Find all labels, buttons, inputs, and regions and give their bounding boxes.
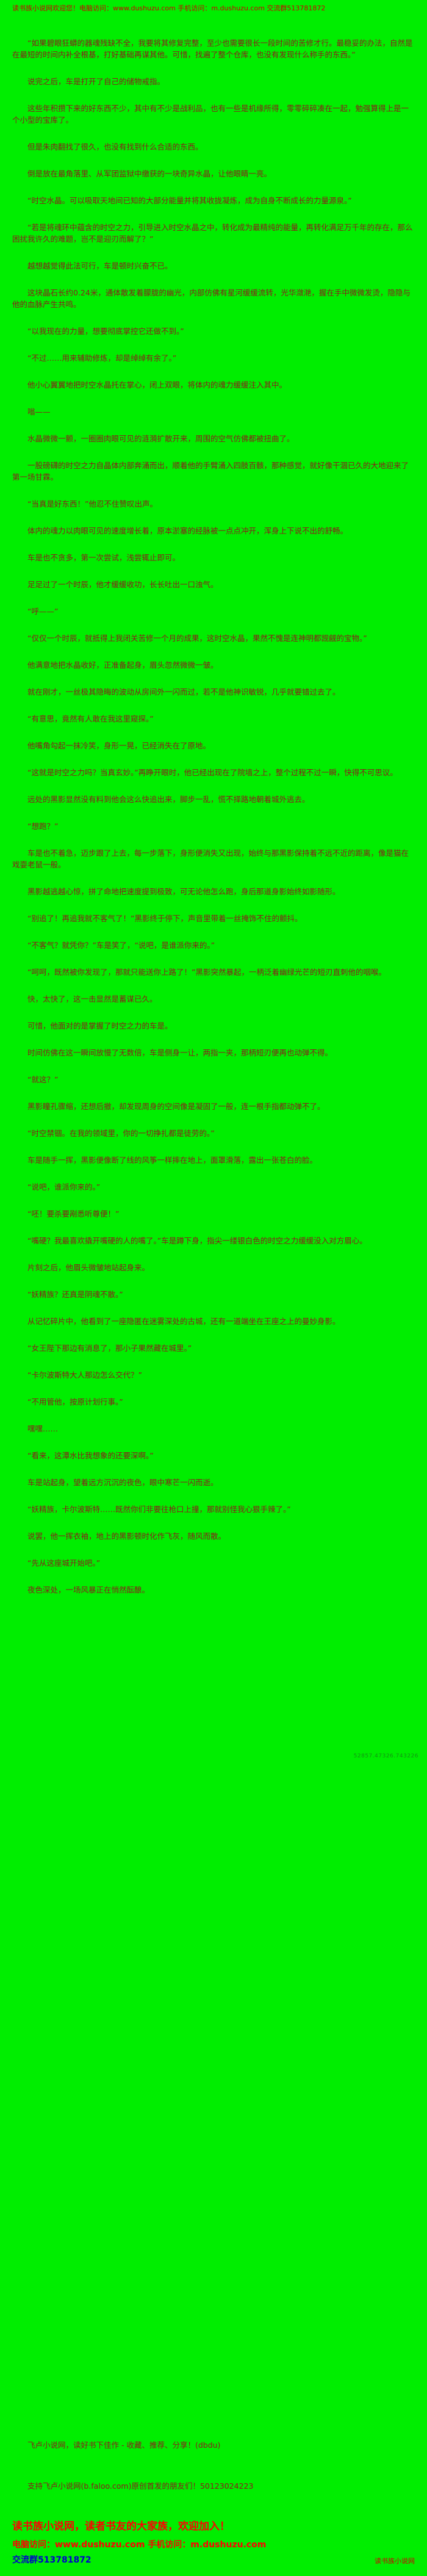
faloo-support-line: 支持飞卢小说网(b.faloo.com)原创首发的朋友们！50123024223 xyxy=(27,2481,254,2491)
novel-paragraph: 他满意地把水晶收好，正准备起身，眉头忽然微微一皱。 xyxy=(27,660,218,670)
novel-paragraph: 远处的黑影显然没有料到他会这么快追出来，脚步一乱，慌不择路地朝着城外逃去。 xyxy=(27,795,310,804)
novel-paragraph: “以我现在的力量，想要彻底掌控它还做不到。” xyxy=(27,327,184,336)
novel-paragraph: 说完之后，车是打开了自己的储物戒指。 xyxy=(27,77,165,86)
novel-paragraph: 水晶微微一颤，一圈圈肉眼可见的涟漪扩散开来，周围的空气仿佛都被扭曲了。 xyxy=(27,434,295,443)
footer-bottom-row: 交流群513781872 读书族小说网 xyxy=(12,2554,415,2566)
novel-paragraph: “这就是时空之力吗？当真玄妙。”再睁开眼时，他已经出现在了院墙之上，整个过程不过… xyxy=(27,768,398,777)
inline-watermark-text: 52857.47326.743226 xyxy=(353,1753,418,1759)
novel-paragraph: “想跑？” xyxy=(27,822,59,831)
novel-paragraph: “就这？” xyxy=(27,1075,59,1084)
novel-paragraph: 车是也不贪多，第一次尝试，浅尝辄止即可。 xyxy=(27,553,181,562)
novel-paragraph: 时间仿佛在这一瞬间放慢了无数倍，车是侧身一让，两指一夹，那柄短刃便再也动弹不得。 xyxy=(27,1048,333,1057)
novel-paragraph: “呼——” xyxy=(27,607,59,616)
novel-paragraph: “不客气？就凭你？”车是笑了，“说吧，是谁派你来的。” xyxy=(27,941,215,950)
novel-paragraph: 嗡—— xyxy=(27,407,51,416)
novel-paragraph: “不过……用来辅助修炼，却是绰绰有余了。” xyxy=(27,353,177,363)
novel-paragraph: 越想越觉得此法可行，车是顿时兴奋不已。 xyxy=(27,261,173,270)
novel-paragraph: 足足过了一个时辰，他才缓缓收功，长长吐出一口浊气。 xyxy=(27,580,218,589)
novel-paragraph: “嘴硬？我最喜欢撬开嘴硬的人的嘴了。”车是蹲下身，指尖一缕银白色的时空之力缓缓没… xyxy=(27,1236,367,1245)
novel-paragraph: 他嘴角勾起一抹冷笑，身形一晃，已经消失在了原地。 xyxy=(27,741,211,750)
novel-paragraph: “看来，这潭水比我想象的还要深啊。” xyxy=(27,1451,154,1460)
novel-paragraph: “当真是好东西！”他忍不住赞叹出声。 xyxy=(27,499,157,508)
novel-paragraph: “先从这座城开始吧。” xyxy=(27,1558,101,1568)
novel-paragraph: “妖精族，卡尔波斯特……既然你们非要往枪口上撞，那就别怪我心狠手辣了。” xyxy=(27,1505,291,1514)
novel-paragraph: 车是站起身，望着远方沉沉的夜色，眼中寒芒一闪而逝。 xyxy=(27,1478,218,1487)
novel-paragraph: 这些年积攒下来的好东西不少，其中有不少是战利品，也有一些是机缘所得，零零碎碎凑在… xyxy=(12,104,409,125)
novel-paragraph: “如果碧眼狂蟒的器魂残缺不全，我要将其修复完整，至少也需要很长一段时间的苦修才行… xyxy=(12,38,413,59)
novel-paragraph: 从记忆碎片中，他看到了一座隐匿在迷雾深处的古城，还有一道端坐在王座之上的曼妙身影… xyxy=(27,1317,340,1326)
novel-paragraph: “妖精族？还真是阴魂不散。” xyxy=(27,1290,123,1299)
novel-paragraph: 车是随手一挥，黑影便像断了线的风筝一样摔在地上，面罩滑落，露出一张苍白的脸。 xyxy=(27,1156,318,1165)
novel-paragraph: 倒是放在最角落里、从军团监狱中缴获的一块奇异水晶，让他眼睛一亮。 xyxy=(27,169,272,178)
novel-paragraph: 一股磅礴的时空之力自晶体内部奔涌而出，顺着他的手臂涌入四肢百骸，那种感觉，就好像… xyxy=(12,461,409,482)
novel-paragraph: 这块晶石长约0.24米，通体散发着朦胧的幽光，内部仿佛有星河缓缓流转，光华潋滟，… xyxy=(12,288,411,309)
novel-paragraph: 体内的魂力以肉眼可见的速度增长着，原本淤塞的经脉被一点点冲开，浑身上下说不出的舒… xyxy=(27,526,348,535)
footer-qq-group: 交流群513781872 xyxy=(12,2555,92,2565)
site-footer: 读书族小说网，读者书友的大家族，欢迎加入！ 电脑访问：www.dushuzu.c… xyxy=(12,2503,415,2570)
novel-paragraph: 就在刚才，一丝极其隐晦的波动从房间外一闪而过，若不是他神识敏锐，几乎就要错过去了… xyxy=(27,687,340,696)
novel-paragraph: “有意思，竟然有人敢在我这里窥探。” xyxy=(27,714,154,723)
novel-paragraph: “若是将魂环中蕴含的时空之力，引导进入时空水晶之中，转化成为最精纯的能量，再转化… xyxy=(12,223,413,244)
novel-paragraph: “仅仅一个时辰，就抵得上我闭关苦修一个月的成果，这时空水晶，果然不愧是连神明都觊… xyxy=(27,634,367,643)
novel-paragraph: “说吧，谁派你来的。” xyxy=(27,1182,101,1192)
novel-paragraph: “别追了！再追我就不客气了！”黑影终于停下，声音里带着一丝掩饰不住的颤抖。 xyxy=(27,914,303,923)
novel-paragraph: “时空禁锢。在我的领域里，你的一切挣扎都是徒劳的。” xyxy=(27,1129,215,1138)
faloo-tip-line: 飞卢小说网，读好书下佳作 - 收藏、推荐、分享！(dbdu) xyxy=(27,2440,221,2450)
novel-paragraph: 嘿嘿…… xyxy=(27,1424,59,1433)
novel-paragraph: 说罢，他一挥衣袖，地上的黑影顿时化作飞灰，随风而散。 xyxy=(27,1532,226,1541)
novel-paragraph: “时空水晶。可以吸取天地间已知的大部分能量并将其收拢凝炼，成为自身不断成长的力量… xyxy=(27,196,352,205)
novel-paragraph: 夜色深处，一场风暴正在悄然酝酿。 xyxy=(27,1585,150,1594)
novel-paragraph: 车是也不着急，迈步跟了上去，每一步落下，身形便消失又出现，始终与那黑影保持着不远… xyxy=(12,848,409,869)
chapter-content: “如果碧眼狂蟒的器魂残缺不全，我要将其修复完整，至少也需要很长一段时间的苦修才行… xyxy=(12,22,415,2421)
novel-paragraph: 片刻之后，他眉头微皱地站起身来。 xyxy=(27,1263,150,1272)
novel-paragraph: “不用管他，按原计划行事。” xyxy=(27,1397,123,1406)
novel-paragraph: 他小心翼翼地把时空水晶托在掌心，闭上双眼，将体内的魂力缓缓注入其中。 xyxy=(27,380,287,389)
novel-paragraph: 黑影越逃越心惊，拼了命地把速度提到极致，可无论他怎么跑，身后那道身影始终如影随形… xyxy=(27,887,340,896)
novel-paragraph: “呸！要杀要剐悉听尊便！” xyxy=(27,1209,120,1218)
footer-slogan: 读书族小说网，读者书友的大家族，欢迎加入！ xyxy=(12,2520,230,2533)
novel-paragraph: “卡尔波斯特大人那边怎么交代？” xyxy=(27,1370,142,1380)
novel-paragraph: 但是朱肉翻找了很久，也没有找到什么合适的东西。 xyxy=(27,142,203,151)
novel-paragraph: 可惜，他面对的是掌握了时空之力的车是。 xyxy=(27,1021,173,1030)
site-top-notice: 读书族小说网欢迎您！电脑访问：www.dushuzu.com 手机访问：m.du… xyxy=(12,4,326,12)
footer-visit-urls: 电脑访问：www.dushuzu.com 手机访问：m.dushuzu.com xyxy=(12,2540,267,2550)
footer-site-name: 读书族小说网 xyxy=(375,2557,415,2565)
novel-paragraph: 快，太快了，这一击显然是蓄谋已久。 xyxy=(27,994,157,1004)
novel-paragraph: 黑影瞳孔骤缩，还想后撤，却发现周身的空间像是凝固了一般，连一根手指都动弹不了。 xyxy=(27,1102,325,1111)
novel-paragraph: “女王陛下那边有消息了，那小子果然藏在城里。” xyxy=(27,1344,192,1353)
novel-paragraph: “呵呵，既然被你发现了，那就只能送你上路了！”黑影突然暴起，一柄泛着幽绿光芒的短… xyxy=(27,968,386,977)
